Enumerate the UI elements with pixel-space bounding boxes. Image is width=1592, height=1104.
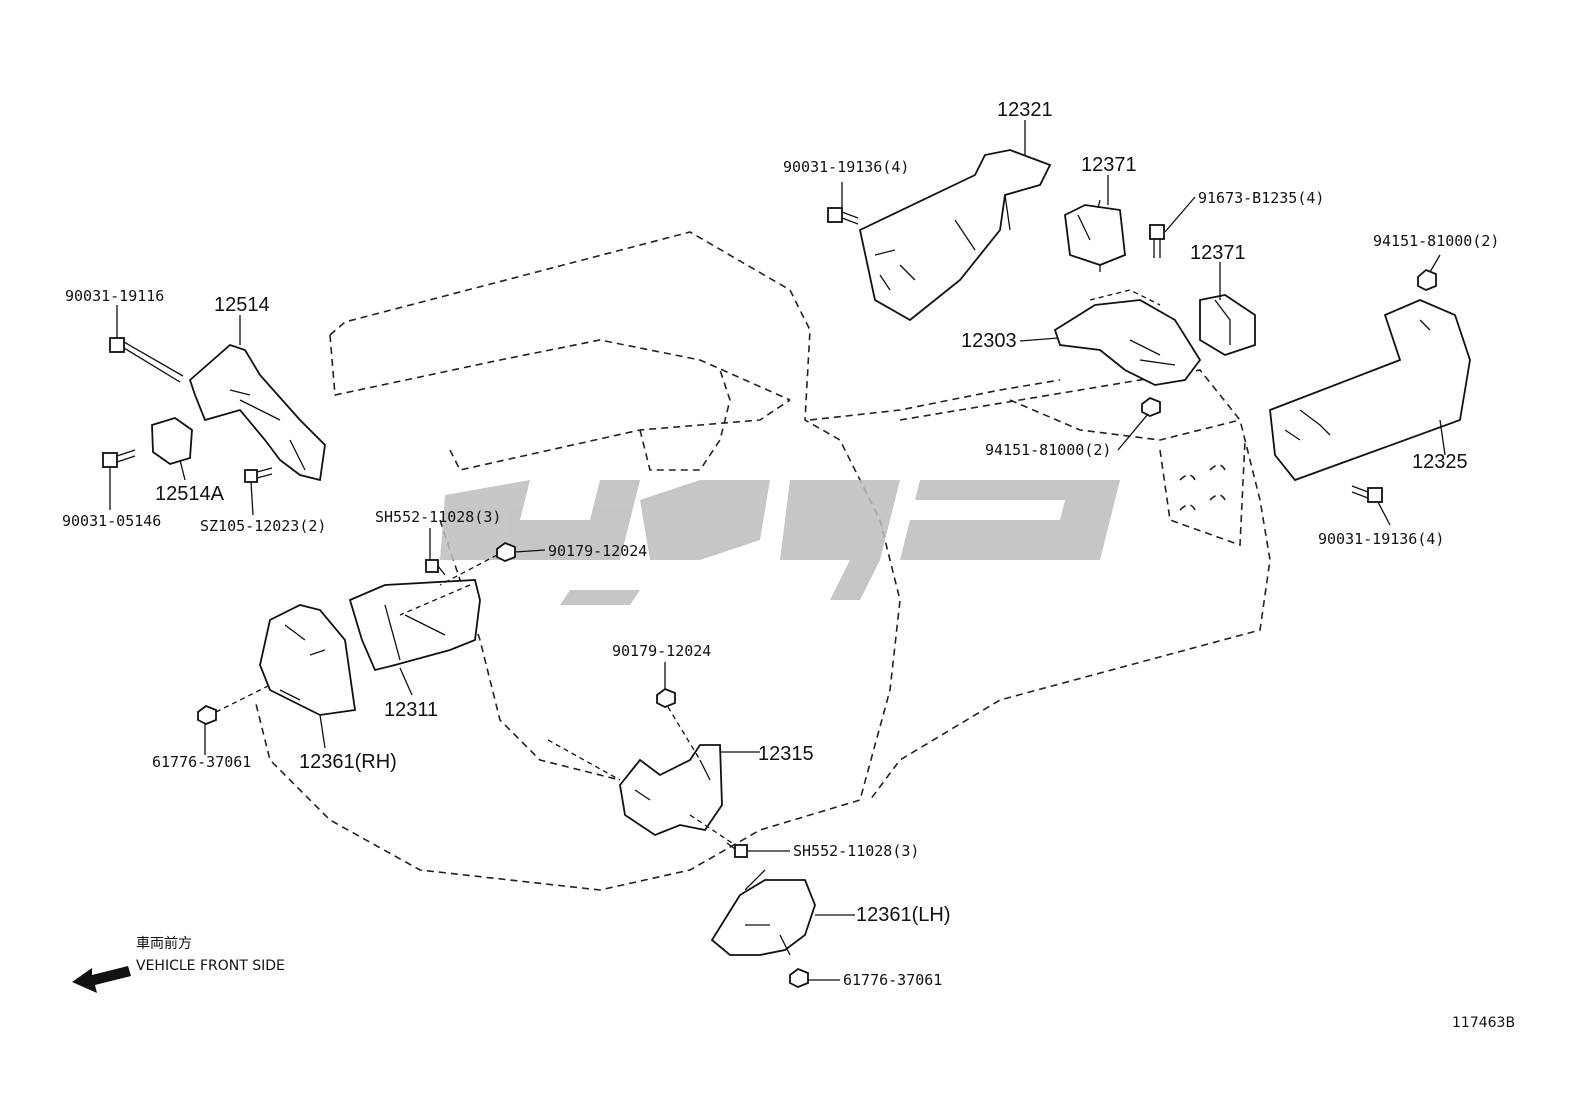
vehicle-front-arrow-icon <box>72 966 131 993</box>
block-12514A[interactable] <box>151 417 193 465</box>
fastener-label: 61776-37061 <box>843 971 942 989</box>
bolt-icon[interactable] <box>1351 485 1383 503</box>
bolt-icon[interactable] <box>244 467 273 483</box>
diagram-id-code: 117463B <box>1452 1015 1515 1031</box>
transmission-outline <box>869 369 1271 801</box>
bracket-12514[interactable] <box>188 343 326 482</box>
part-label-12321: 12321 <box>997 99 1053 121</box>
nut-icon[interactable] <box>496 541 516 562</box>
insulator-12371-upper[interactable] <box>1064 199 1126 272</box>
insulator-12361-rh[interactable] <box>259 604 357 716</box>
fastener-label: SH552-11028(3) <box>793 842 919 860</box>
bolt-icon[interactable] <box>726 842 748 858</box>
fastener-label: 90179-12024 <box>548 542 647 560</box>
engine-outline <box>254 231 1061 891</box>
fastener-label: 94151-81000(2) <box>985 441 1111 459</box>
watermark-logo <box>440 480 1120 605</box>
long-bolt-icon[interactable] <box>109 337 184 383</box>
direction-label-en: VEHICLE FRONT SIDE <box>136 958 285 974</box>
fastener-label: 90031-19136(4) <box>1318 530 1444 548</box>
nut-icon[interactable] <box>197 704 217 725</box>
fastener-label: SZ105-12023(2) <box>200 517 326 535</box>
part-label-12371-lower: 12371 <box>1190 242 1246 264</box>
fastener-label: 90031-19136(4) <box>783 158 909 176</box>
direction-label-jp: 車両前方 <box>136 935 192 952</box>
part-label-12514: 12514 <box>214 294 270 316</box>
part-label-12303: 12303 <box>961 330 1017 352</box>
bracket-12315[interactable] <box>619 744 723 837</box>
fastener-label: SH552-11028(3) <box>375 508 501 526</box>
leader-lines <box>109 120 1446 981</box>
bracket-12325[interactable] <box>1269 299 1471 482</box>
part-label-12311: 12311 <box>384 699 438 721</box>
bolt-icon[interactable] <box>102 449 136 468</box>
nut-icon[interactable] <box>1141 396 1161 417</box>
nut-icon[interactable] <box>656 687 676 708</box>
bracket-12311[interactable] <box>348 579 481 672</box>
nut-icon[interactable] <box>1417 268 1437 291</box>
bolt-icon[interactable] <box>827 207 859 225</box>
insulator-12371-lower[interactable] <box>1199 294 1256 356</box>
part-label-12361-rh: 12361(RH) <box>299 751 397 773</box>
bolt-icon[interactable] <box>425 559 446 576</box>
part-label-12371-upper: 12371 <box>1081 154 1137 176</box>
fastener-label: 90031-19116 <box>65 287 164 305</box>
fastener-label: 90179-12024 <box>612 642 711 660</box>
bolt-icon[interactable] <box>1149 224 1165 258</box>
part-label-12315: 12315 <box>758 743 814 765</box>
crossmember-12303[interactable] <box>1053 289 1202 386</box>
part-label-12325: 12325 <box>1412 451 1468 473</box>
fastener-label: 90031-05146 <box>62 512 161 530</box>
part-label-12361-lh: 12361(LH) <box>856 904 951 926</box>
fastener-label: 91673-B1235(4) <box>1198 189 1324 207</box>
part-label-12514A: 12514A <box>155 483 225 505</box>
fastener-label: 61776-37061 <box>152 753 251 771</box>
nut-icon[interactable] <box>789 967 809 988</box>
insulator-12361-lh[interactable] <box>710 869 816 956</box>
bracket-12321[interactable] <box>858 149 1052 322</box>
fastener-label: 94151-81000(2) <box>1373 232 1499 250</box>
